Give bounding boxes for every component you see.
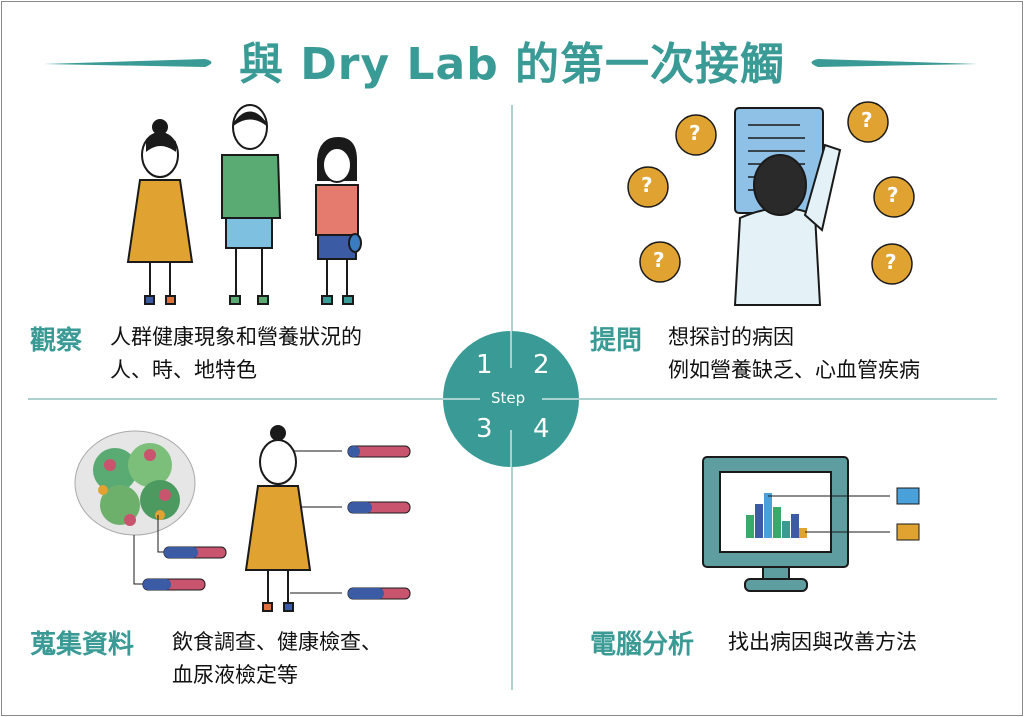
computer-illustration bbox=[702, 456, 920, 592]
step-label: Step bbox=[491, 389, 526, 407]
step4-heading: 電腦分析 bbox=[590, 630, 695, 660]
step2-line1: 想探討的病因 bbox=[668, 325, 794, 349]
question-mark: ? bbox=[653, 248, 665, 272]
step-number-4: 4 bbox=[533, 414, 550, 444]
title-ornament-right bbox=[811, 59, 978, 67]
step1-heading: 觀察 bbox=[30, 326, 83, 356]
step2-heading: 提問 bbox=[590, 326, 643, 356]
question-illustration bbox=[733, 107, 842, 306]
step3-heading: 蒐集資料 bbox=[30, 630, 135, 660]
step1-line1: 人群健康現象和營養狀況的 bbox=[110, 325, 362, 349]
question-mark: ? bbox=[885, 250, 897, 274]
step1-line2: 人、時、地特色 bbox=[110, 358, 257, 382]
step3-line2: 血尿液檢定等 bbox=[172, 663, 298, 687]
question-mark: ? bbox=[887, 183, 899, 207]
people-illustration bbox=[126, 104, 362, 305]
salad-illustration bbox=[74, 430, 196, 536]
step-circle bbox=[443, 331, 579, 467]
step2-line2: 例如營養缺乏、心血管疾病 bbox=[668, 358, 920, 382]
indicator-bars bbox=[142, 445, 411, 600]
step-number-1: 1 bbox=[476, 350, 493, 380]
woman-illustration bbox=[244, 425, 312, 612]
question-mark: ? bbox=[641, 173, 653, 197]
step4-text: 找出病因與改善方法 bbox=[728, 626, 917, 659]
title-ornament-left bbox=[44, 59, 212, 67]
step1-text: 人群健康現象和營養狀況的 人、時、地特色 bbox=[110, 321, 362, 387]
step-number-3: 3 bbox=[476, 414, 493, 444]
page-title: 與 Dry Lab 的第一次接觸 bbox=[238, 39, 786, 90]
question-bubbles bbox=[627, 101, 915, 285]
step2-text: 想探討的病因 例如營養缺乏、心血管疾病 bbox=[668, 321, 920, 387]
question-mark: ? bbox=[689, 121, 701, 145]
step4-line1: 找出病因與改善方法 bbox=[728, 630, 917, 654]
question-mark: ? bbox=[861, 108, 873, 132]
step-number-2: 2 bbox=[533, 350, 550, 380]
step3-line1: 飲食調查、健康檢查、 bbox=[172, 630, 382, 654]
step3-text: 飲食調查、健康檢查、 血尿液檢定等 bbox=[172, 626, 382, 692]
